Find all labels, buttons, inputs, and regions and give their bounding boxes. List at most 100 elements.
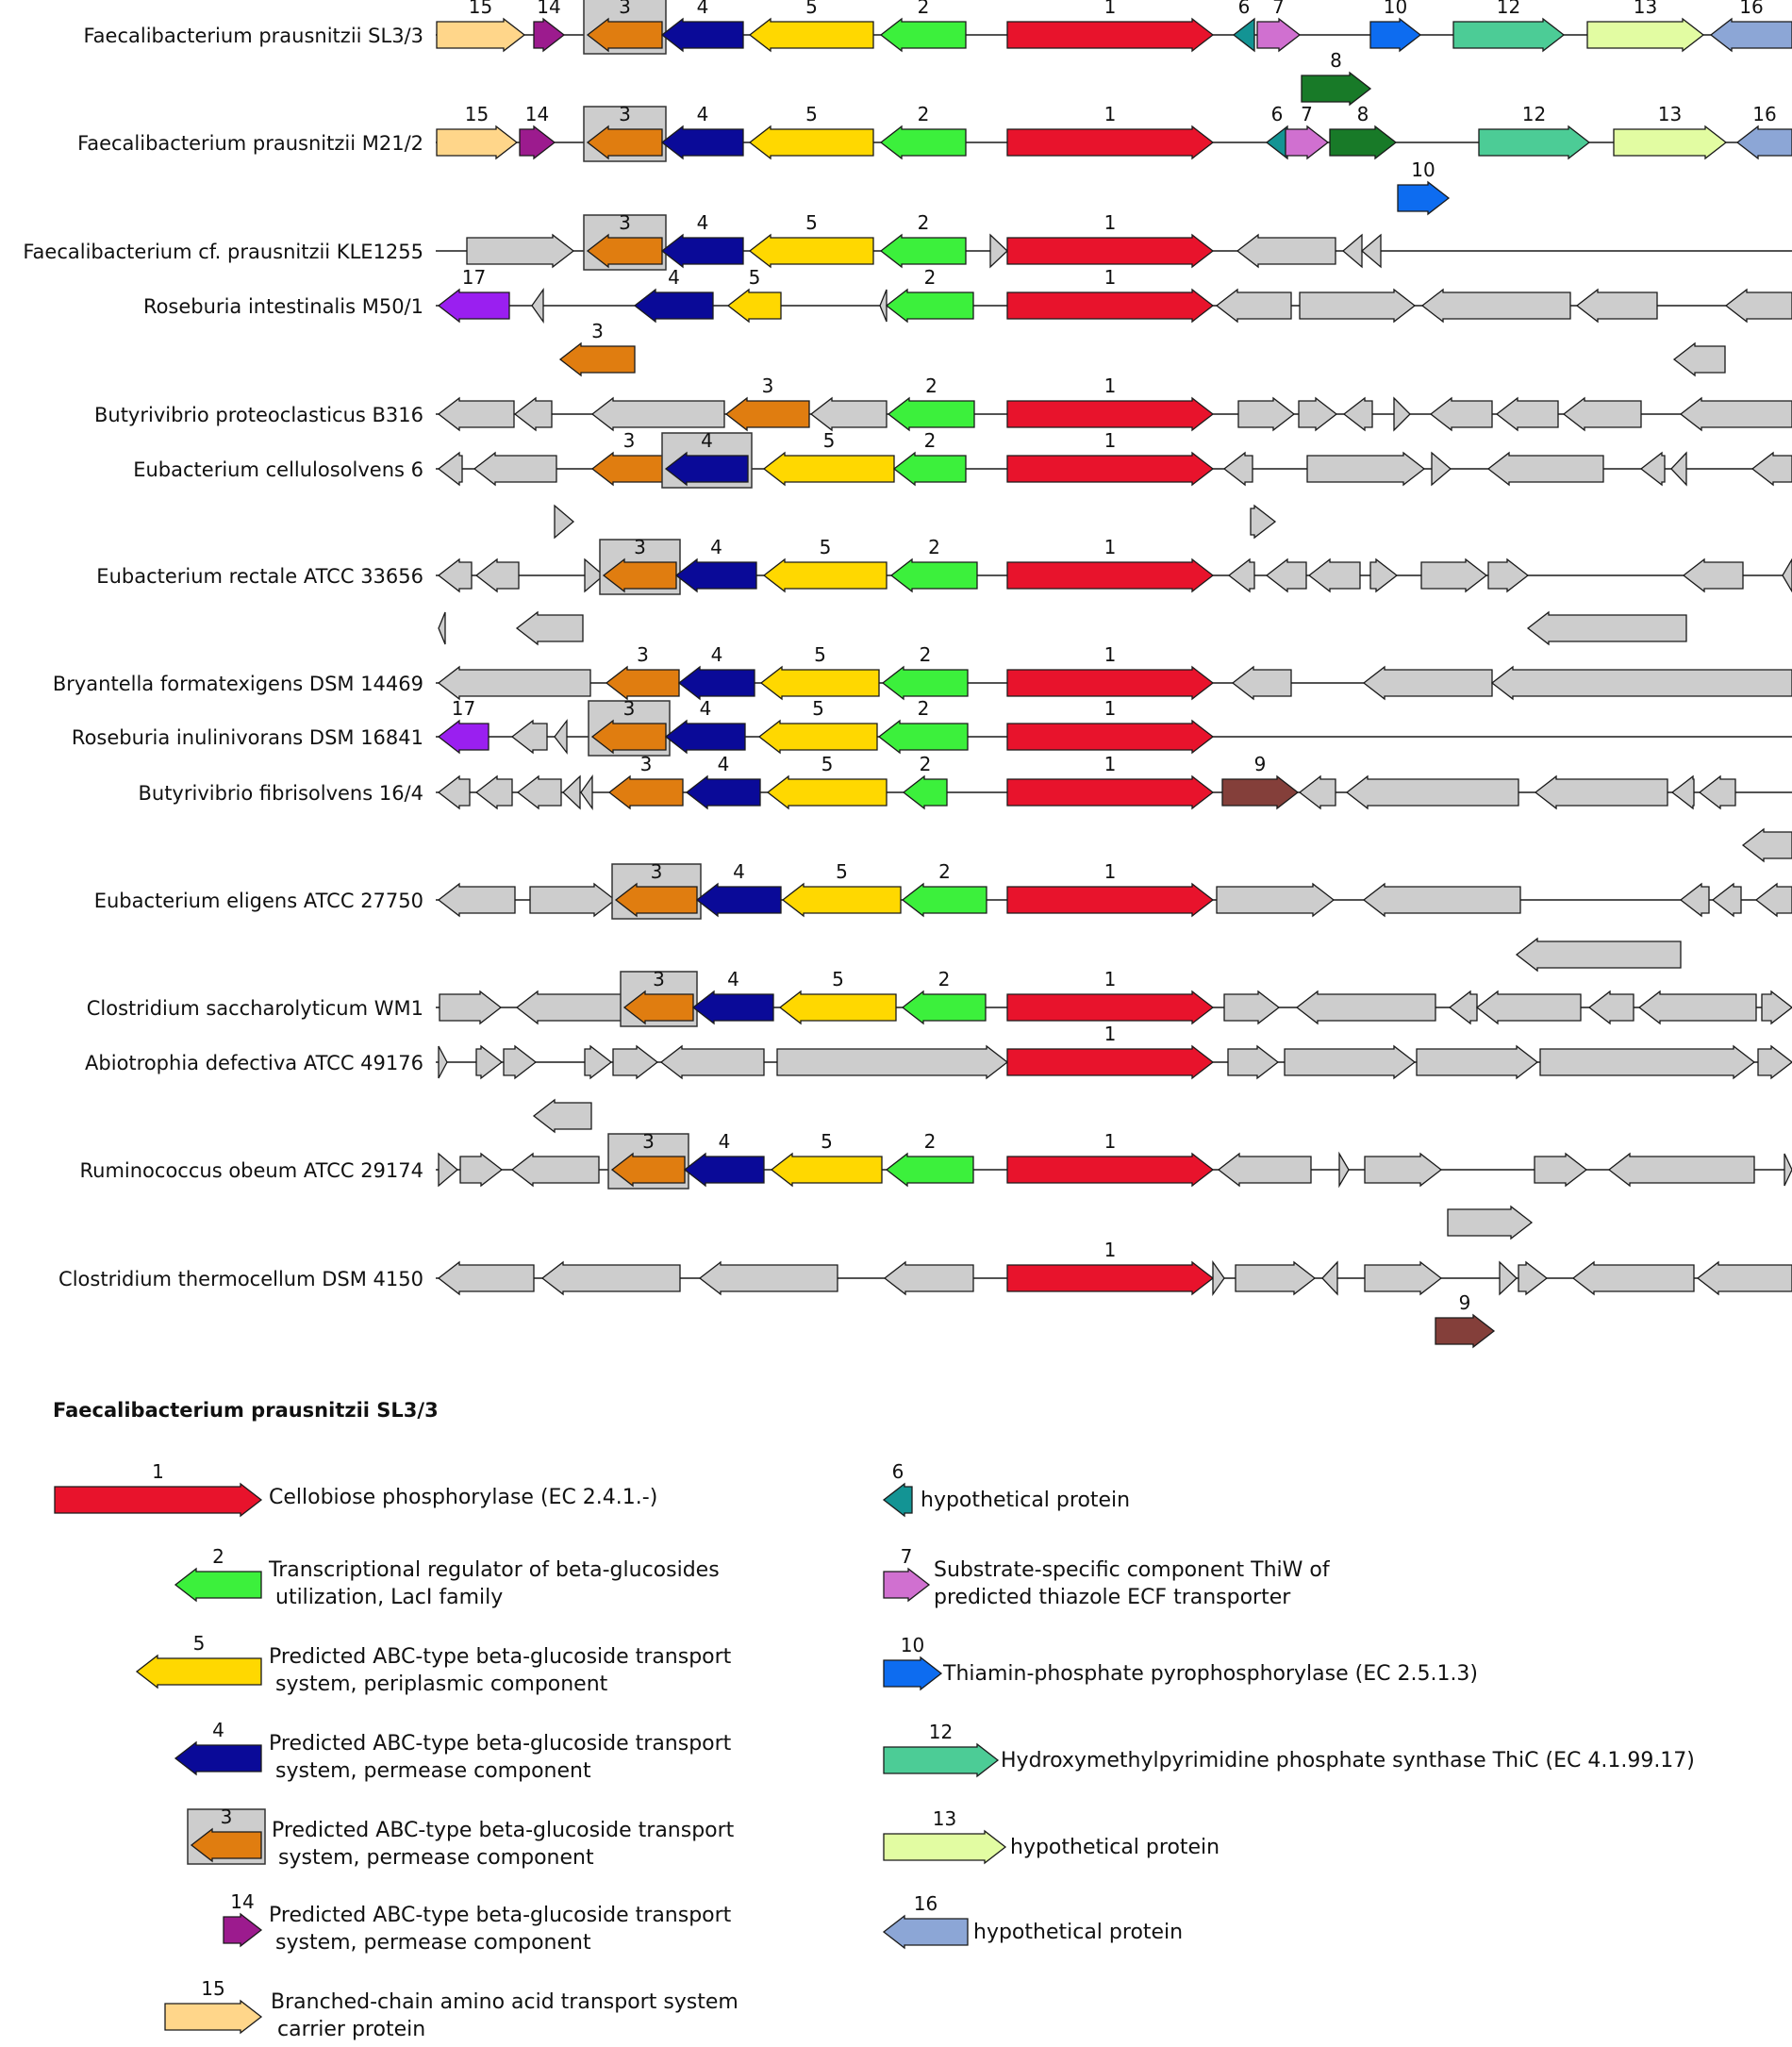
gene-shape	[677, 665, 755, 701]
gene-arrow	[584, 1044, 613, 1080]
gene-arrow	[612, 1044, 659, 1080]
gene-shape	[726, 288, 782, 324]
gene-shape	[438, 611, 446, 645]
gene-shape	[664, 719, 746, 755]
gene-arrow-2: 2	[879, 211, 967, 269]
gene-shape	[1735, 125, 1792, 160]
gene-number: 1	[1104, 1130, 1117, 1153]
gene-arrow	[1696, 1260, 1792, 1296]
legend-description-line: Predicted ABC-type beta-glucoside transp…	[269, 1645, 732, 1669]
gene-arrow-7: 7	[1285, 103, 1330, 160]
gene-shape	[1475, 990, 1582, 1025]
gene-arrow-3: 3	[583, 211, 667, 271]
gene-shape	[1006, 17, 1215, 53]
gene-arrow	[1227, 1044, 1280, 1080]
gene-arrow	[540, 1260, 681, 1296]
gene-shape	[529, 882, 617, 918]
gene-arrow-2: 2	[885, 1130, 974, 1188]
gene-number: 1	[1104, 1023, 1117, 1045]
gene-number: 2	[918, 103, 930, 125]
gene-arrow-4: 4	[674, 536, 757, 593]
gene-number: 17	[452, 697, 475, 720]
gene-shape	[877, 719, 969, 755]
gene-arrow-2: 2	[887, 374, 975, 432]
gene-shape	[1369, 17, 1422, 53]
gene-number: 7	[1272, 0, 1285, 18]
gene-arrow	[1298, 774, 1336, 810]
gene-shape	[691, 990, 774, 1025]
gene-arrow-3: 3	[724, 374, 810, 432]
gene-arrow-15: 15	[436, 103, 519, 160]
gene-shape	[439, 990, 503, 1025]
gene-arrow-15: 15	[436, 0, 526, 53]
gene-arrow	[1222, 451, 1253, 487]
gene-shape	[809, 396, 888, 432]
legend-swatch-15: 15	[164, 1977, 263, 2035]
gene-arrow	[989, 233, 1008, 269]
gene-number: 4	[697, 0, 709, 18]
gene-arrow	[1362, 882, 1521, 918]
gene-shape	[174, 1740, 262, 1776]
gene-arrow-12: 12	[1452, 0, 1566, 53]
gene-arrow-5: 5	[748, 211, 874, 269]
gene-shape	[1639, 451, 1666, 487]
gene-arrow	[515, 610, 584, 646]
gene-shape	[1006, 990, 1215, 1025]
gene-number: 6	[1271, 103, 1284, 125]
gene-arrow	[1562, 396, 1642, 432]
gene-arrow-2: 2	[889, 536, 978, 593]
gene-arrow-4: 4	[695, 860, 782, 918]
gene-shape	[1006, 719, 1215, 755]
gene-number: 1	[1104, 266, 1117, 289]
gene-arrow	[1295, 990, 1436, 1025]
legend-swatch-4: 4	[174, 1719, 262, 1776]
gene-number: 10	[1411, 158, 1435, 181]
gene-shape	[1534, 1152, 1588, 1188]
gene-shape	[1307, 558, 1361, 593]
gene-number: 1	[1104, 103, 1117, 125]
gene-number: 3	[642, 1130, 655, 1153]
gene-arrow-3: 3	[611, 860, 702, 920]
gene-number: 7	[1301, 103, 1313, 125]
gene-arrow-3: 3	[583, 0, 667, 55]
legend-title: Faecalibacterium prausnitzii SL3/3	[53, 1399, 439, 1422]
gene-arrow	[1639, 451, 1666, 487]
gene-arrow	[1679, 396, 1792, 432]
gene-arrow-7: 7	[1256, 0, 1302, 53]
gene-shape	[1006, 396, 1215, 432]
gene-shape	[1682, 558, 1744, 593]
gene-number: 5	[749, 266, 761, 289]
gene-arrow	[1518, 1260, 1549, 1296]
gene-shape	[614, 882, 698, 918]
gene-arrow	[1670, 451, 1687, 487]
gene-arrow	[1757, 1044, 1792, 1080]
gene-arrow-14: 14	[533, 0, 566, 53]
organism-name: Roseburia intestinalis M50/1	[143, 295, 423, 318]
gene-number: 3	[651, 860, 663, 883]
gene-number: 2	[918, 0, 930, 18]
gene-arrow	[580, 774, 593, 811]
organism-name: Eubacterium eligens ATCC 27750	[94, 890, 423, 912]
legend-description-line: Cellobiose phosphorylase (EC 2.4.1.-)	[269, 1486, 658, 1509]
gene-shape	[584, 558, 606, 593]
gene-arrow-16: 16	[1709, 0, 1792, 53]
gene-shape	[54, 1482, 263, 1518]
gene-arrow-1: 1	[1006, 211, 1215, 269]
gene-arrow	[503, 1044, 538, 1080]
gene-arrow-9: 9	[1221, 753, 1300, 810]
gene-shape	[1416, 1044, 1539, 1080]
gene-arrow	[1216, 882, 1336, 918]
gene-shape	[887, 396, 975, 432]
gene-shape	[1006, 125, 1215, 160]
gene-number: 7	[901, 1545, 913, 1568]
legend-description-line: system, periplasmic component	[275, 1673, 608, 1696]
gene-arrow-3: 3	[607, 753, 684, 810]
gene-arrow	[459, 1152, 504, 1188]
gene-number: 1	[1104, 1239, 1117, 1261]
gene-shape	[474, 774, 513, 810]
gene-number: 1	[152, 1460, 164, 1483]
gene-number: 2	[918, 697, 930, 720]
